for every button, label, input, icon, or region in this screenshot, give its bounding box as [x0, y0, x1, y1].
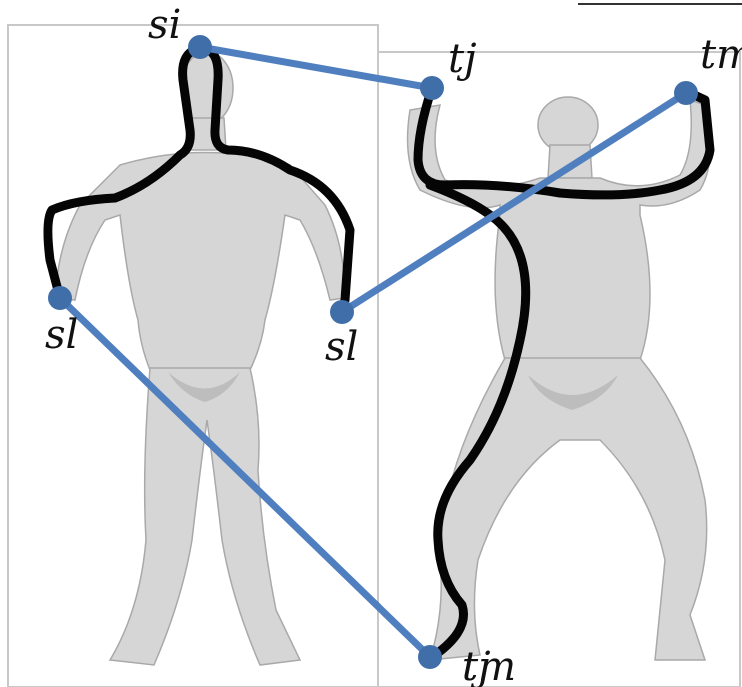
- point-si: [188, 35, 212, 59]
- label-tm-bottom: tm: [462, 644, 516, 687]
- label-tm: tm: [700, 32, 742, 78]
- source-geodesic-curve: [43, 43, 355, 317]
- point-bottom-target: [418, 645, 442, 669]
- label-tj-bottom: tj: [462, 644, 490, 687]
- point-sl-left: [48, 286, 72, 310]
- correspondence-line-si-tj: [196, 43, 436, 92]
- correspondence-line-sl-tm: [338, 89, 690, 316]
- label-tj: tj: [448, 36, 476, 82]
- point-tm: [674, 81, 698, 105]
- label-sl-left: sl: [45, 312, 78, 358]
- point-tj: [420, 76, 444, 100]
- correspondence-line-sl-bottom: [56, 294, 434, 661]
- source-human-mesh: [54, 51, 346, 666]
- label-si: si: [148, 2, 181, 48]
- target-panel-frame: [377, 51, 741, 687]
- label-sl-right: sl: [325, 324, 358, 370]
- point-sl-right: [330, 300, 354, 324]
